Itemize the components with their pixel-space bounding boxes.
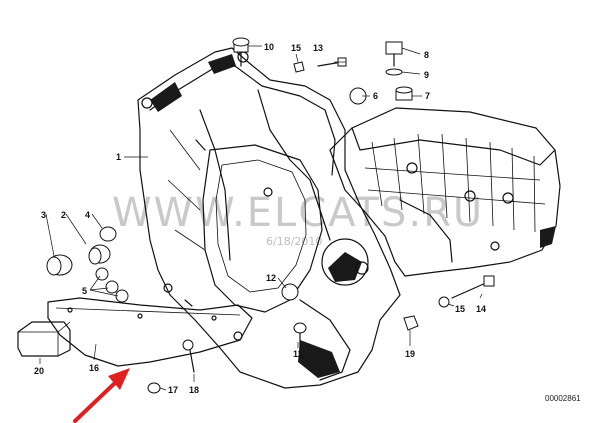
callout-12: 12: [266, 273, 276, 283]
cover-plate: [47, 297, 253, 367]
reference-number: 00002861: [545, 394, 581, 403]
callout-20: 20: [34, 366, 44, 376]
callout-11: 11: [293, 349, 303, 359]
callout-8: 8: [424, 50, 429, 60]
callout-1: 1: [116, 152, 121, 162]
callout-16: 16: [89, 363, 99, 373]
callout-9: 9: [424, 70, 429, 80]
callout-2: 2: [61, 210, 66, 220]
bell-housing: [137, 47, 401, 389]
red-pointer-arrow: [73, 368, 130, 423]
transmission-case: [329, 107, 561, 277]
callout-15-bottom: 15: [455, 304, 465, 314]
callout-14: 14: [476, 304, 486, 314]
callout-7: 7: [425, 91, 430, 101]
leader-lines: [39, 45, 483, 391]
callout-3: 3: [41, 210, 46, 220]
callout-18: 18: [189, 385, 199, 395]
small-parts: [46, 37, 495, 394]
callout-5: 5: [82, 286, 87, 296]
rubber-block: [17, 321, 71, 357]
callout-13: 13: [313, 43, 323, 53]
watermark-text: WWW.ELCATS.RU: [112, 190, 484, 236]
callout-19: 19: [405, 349, 415, 359]
callout-17: 17: [168, 385, 178, 395]
callout-15-top: 15: [291, 43, 301, 53]
callout-10: 10: [264, 42, 274, 52]
watermark-date: 6/18/2010: [266, 235, 322, 248]
callout-6: 6: [373, 91, 378, 101]
callout-labels: 1 2 3 4 5 6 7 8 9 10 11 12 13 14 15 15 1…: [34, 42, 486, 395]
callout-4: 4: [85, 210, 90, 220]
